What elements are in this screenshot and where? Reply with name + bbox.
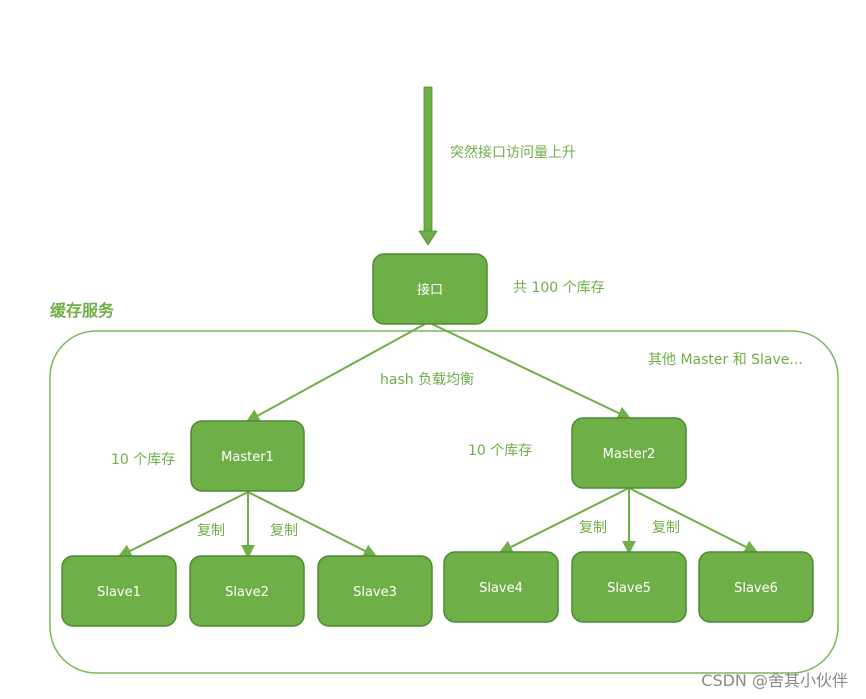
csdn-watermark: CSDN @舍其小伙伴 xyxy=(701,671,848,690)
interface-node-label: 接口 xyxy=(417,282,443,298)
copy-label: 复制 xyxy=(579,519,607,536)
slave5-label: Slave5 xyxy=(607,581,651,596)
link-master2-slave6 xyxy=(628,487,759,554)
slave1-label: Slave1 xyxy=(97,585,141,600)
cache-service-title: 缓存服务 xyxy=(49,301,115,320)
master1-stock-note: 10 个库存 xyxy=(111,452,175,468)
incoming-traffic-arrow xyxy=(418,86,438,246)
others-note: 其他 Master 和 Slave... xyxy=(648,352,803,368)
slave6-node[interactable]: Slave6 xyxy=(698,551,814,623)
link-interface-master2 xyxy=(431,323,632,420)
slave3-label: Slave3 xyxy=(353,585,397,600)
link-master1-slave3 xyxy=(247,491,378,558)
link-master2-slave4 xyxy=(498,487,630,554)
hash-balance-label: hash 负载均衡 xyxy=(380,372,474,388)
master1-node[interactable]: Master1 xyxy=(190,420,305,492)
master1-label: Master1 xyxy=(221,450,274,465)
master2-node[interactable]: Master2 xyxy=(571,417,687,489)
link-interface-master1 xyxy=(245,323,426,423)
copy-label: 复制 xyxy=(270,522,298,539)
slave4-node[interactable]: Slave4 xyxy=(443,551,559,623)
interface-node[interactable]: 接口 xyxy=(372,253,488,325)
slave5-node[interactable]: Slave5 xyxy=(571,551,687,623)
slave3-node[interactable]: Slave3 xyxy=(317,555,433,627)
copy-label: 复制 xyxy=(197,522,225,539)
incoming-traffic-label: 突然接口访问量上升 xyxy=(450,144,576,161)
interface-stock-note: 共 100 个库存 xyxy=(513,280,605,296)
copy-label: 复制 xyxy=(652,519,680,536)
master2-label: Master2 xyxy=(603,447,656,462)
slave1-node[interactable]: Slave1 xyxy=(61,555,177,627)
cache-service-group xyxy=(49,330,839,674)
slave4-label: Slave4 xyxy=(479,581,523,596)
slave2-node[interactable]: Slave2 xyxy=(189,555,305,627)
slave2-label: Slave2 xyxy=(225,585,269,600)
slave6-label: Slave6 xyxy=(734,581,778,596)
master2-stock-note: 10 个库存 xyxy=(468,443,532,459)
link-master1-slave1 xyxy=(117,491,249,558)
